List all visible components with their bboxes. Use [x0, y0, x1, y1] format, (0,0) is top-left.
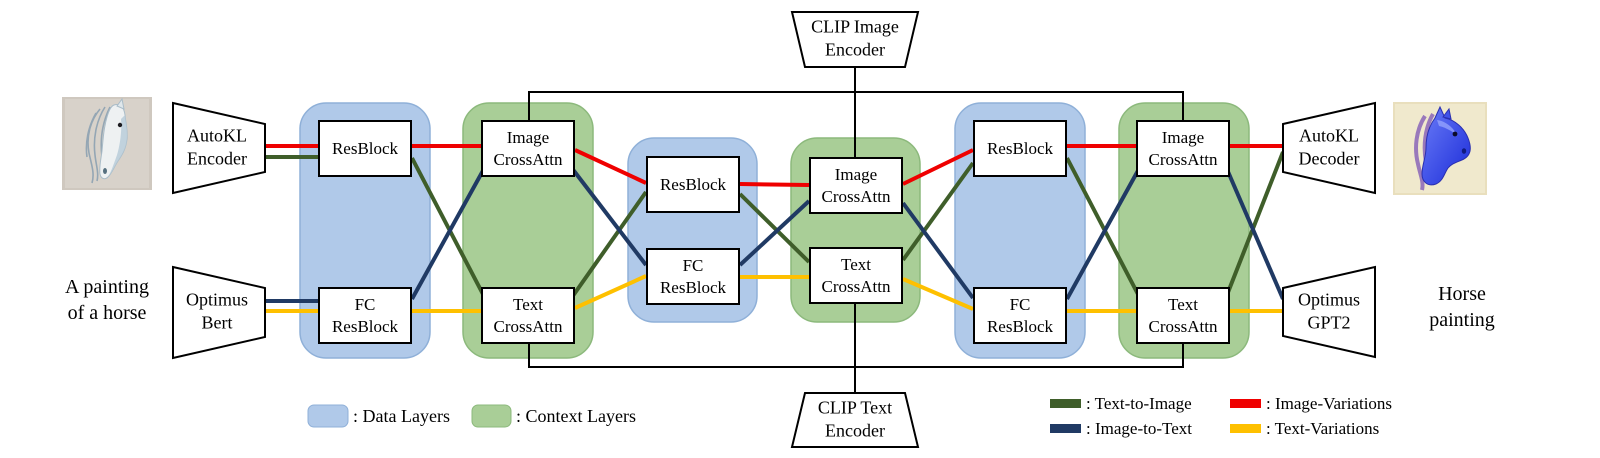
legend-text-to-image-label: : Text-to-Image: [1086, 394, 1192, 413]
image-crossattn-s2-block: Image CrossAttn: [809, 157, 903, 214]
legend-image-to-text-label: : Image-to-Text: [1086, 419, 1192, 438]
text-crossattn-s2-block: Text CrossAttn: [809, 247, 903, 304]
horse-nostril: [1461, 148, 1467, 154]
legend-data-layers-label: : Data Layers: [353, 405, 450, 426]
clip-image-encoder-label: CLIP Image Encoder: [811, 16, 899, 60]
optimus-bert-shape: [172, 265, 266, 360]
legend-context-layers-swatch: [471, 404, 512, 428]
optimus-bert-label: Optimus Bert: [185, 289, 249, 333]
legend-data-layers-swatch: [307, 404, 349, 428]
horse-head-highlight: [1437, 120, 1457, 135]
flow-image-variations: [265, 144, 1283, 187]
legend-image-to-text-swatch: [1050, 424, 1081, 433]
horse-head-shading: [108, 115, 128, 177]
output-caption-text: Horse painting: [1429, 283, 1495, 331]
autokl-encoder-shape: [172, 101, 266, 195]
legend-image-variations-swatch: [1230, 399, 1261, 408]
fc-resblock-s1-block: FC ResBlock: [318, 287, 412, 344]
legend-text-variations-swatch: [1230, 424, 1261, 433]
legend-context-layers-label: : Context Layers: [516, 405, 636, 426]
input-horse-image: [62, 97, 152, 190]
clip-image-encoder-shape: [790, 11, 920, 68]
flow-image-to-text: [265, 165, 1285, 303]
optimus-gpt2-label: Optimus GPT2: [1297, 289, 1361, 333]
fc-resblock-s3-block: FC ResBlock: [973, 287, 1067, 344]
horse-head: [1421, 105, 1471, 186]
legend-image-variations-label: : Image-Variations: [1266, 394, 1393, 413]
text-crossattn-s3-block: Text CrossAttn: [1136, 287, 1230, 344]
legend-text-to-image-swatch: [1050, 399, 1081, 408]
horse-eye: [1452, 131, 1458, 137]
clip-text-encoder-shape: [790, 392, 920, 448]
clip-text-bus-lines: [528, 304, 1184, 393]
horse-eye: [117, 122, 123, 128]
resblock-s3-block: ResBlock: [973, 120, 1067, 177]
horse-ear: [116, 97, 125, 110]
horse-nostril: [103, 168, 107, 174]
legend-text-variations-label: : Text-Variations: [1266, 419, 1380, 438]
autokl-decoder-shape: [1282, 101, 1376, 195]
optimus-gpt2-shape: [1282, 265, 1376, 359]
fc-resblock-s2-block: FC ResBlock: [646, 248, 740, 305]
horse-ear: [1442, 107, 1452, 120]
input-prompt-text: A painting of a horse: [65, 276, 149, 324]
output-horse-image: [1393, 102, 1487, 195]
autokl-encoder-label: AutoKL Encoder: [187, 125, 247, 169]
resblock-s2-block: ResBlock: [646, 156, 740, 213]
image-crossattn-s3-block: Image CrossAttn: [1136, 120, 1230, 177]
text-crossattn-s1-block: Text CrossAttn: [481, 287, 575, 344]
clip-image-bus-lines: [528, 67, 1184, 157]
flow-text-variations: [265, 274, 1283, 313]
autokl-decoder-label: AutoKL Decoder: [1298, 125, 1360, 169]
resblock-s1-block: ResBlock: [318, 120, 412, 177]
clip-text-encoder-label: CLIP Text Encoder: [817, 397, 893, 441]
image-crossattn-s1-block: Image CrossAttn: [481, 120, 575, 177]
